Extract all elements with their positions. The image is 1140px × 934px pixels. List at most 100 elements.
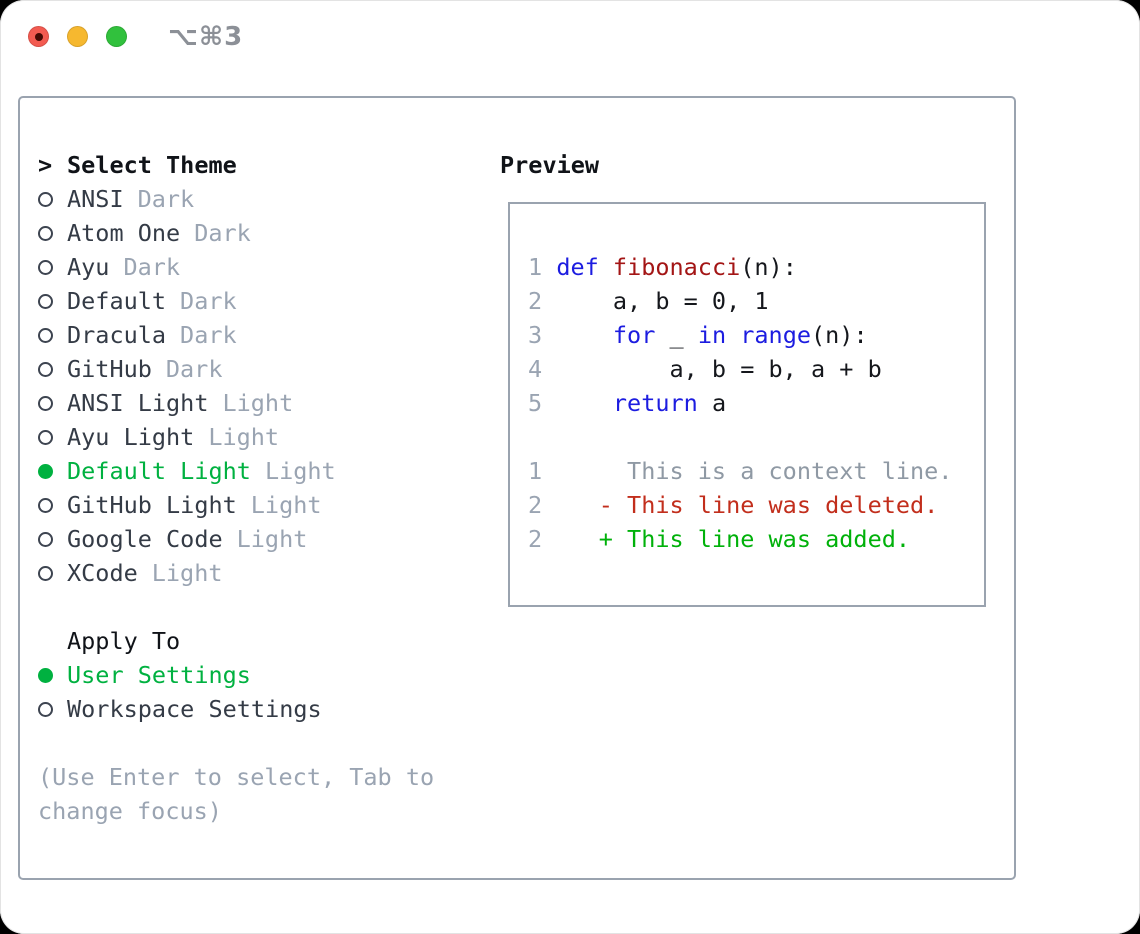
theme-name: GitHub (67, 355, 152, 383)
code-line: 2 a, b = 0, 1 (528, 284, 952, 318)
code-token: range (740, 321, 812, 349)
zoom-button[interactable] (106, 26, 127, 47)
spacer (38, 590, 434, 624)
close-button[interactable] (28, 26, 49, 47)
theme-name: Default Light (67, 457, 251, 485)
theme-name: ANSI (67, 185, 124, 213)
code-token: a, b = 0, 1 (542, 287, 769, 315)
theme-option-atom-one[interactable]: Atom One Dark (38, 216, 434, 250)
code-line: 1 def fibonacci(n): (528, 250, 952, 284)
theme-variant-badge: Dark (180, 321, 237, 349)
theme-name: XCode (67, 559, 138, 587)
spacer (528, 420, 952, 454)
theme-variant-badge: Light (151, 559, 223, 587)
code-token: 1 (528, 253, 543, 281)
theme-option-xcode[interactable]: XCode Light (38, 556, 434, 590)
code-token (542, 321, 613, 349)
code-token: 2 (528, 491, 543, 519)
radio-unselected-icon (38, 327, 53, 343)
theme-option-default[interactable]: Default Dark (38, 284, 434, 318)
theme-name: Atom One (67, 219, 181, 247)
code-token: This is a context line. (542, 457, 953, 485)
theme-option-github[interactable]: GitHub Dark (38, 352, 434, 386)
radio-unselected-icon (38, 531, 53, 547)
theme-name: GitHub Light (67, 491, 237, 519)
radio-unselected-icon (38, 293, 53, 309)
code-token: 2 (528, 287, 543, 315)
code-token: + This line was added. (542, 525, 911, 553)
theme-option-ayu-light[interactable]: Ayu Light Light (38, 420, 434, 454)
code-token: (n): (811, 321, 868, 349)
theme-option-ansi-light[interactable]: ANSI Light Light (38, 386, 434, 420)
theme-option-dracula[interactable]: Dracula Dark (38, 318, 434, 352)
code-token: in (697, 321, 727, 349)
apply-option-user-settings[interactable]: User Settings (38, 658, 434, 692)
theme-variant-badge: Light (236, 525, 308, 553)
code-token (726, 321, 740, 349)
theme-variant-badge: Light (208, 423, 280, 451)
radio-unselected-icon (38, 225, 53, 241)
code-token: return (612, 389, 698, 417)
theme-variant-badge: Light (222, 389, 294, 417)
theme-option-ansi[interactable]: ANSI Dark (38, 182, 434, 216)
theme-variant-badge: Dark (137, 185, 195, 213)
code-token: (n): (740, 253, 797, 281)
theme-variant-badge: Dark (180, 287, 237, 315)
code-token: 4 (528, 355, 543, 383)
traffic-lights (28, 26, 127, 47)
code-token: fibonacci (612, 253, 741, 281)
apply-option-workspace-settings[interactable]: Workspace Settings (38, 692, 434, 726)
code-token (542, 253, 556, 281)
theme-list-header: >Select Theme (38, 148, 434, 182)
focus-caret-icon: > (38, 151, 53, 179)
radio-unselected-icon (38, 701, 53, 717)
radio-unselected-icon (38, 497, 53, 513)
apply-to-header: Apply To (67, 627, 181, 655)
code-token (542, 389, 613, 417)
code-token: def (556, 253, 599, 281)
theme-variant-badge: Dark (123, 253, 181, 281)
radio-unselected-icon (38, 395, 53, 411)
preview-header: Preview (500, 151, 600, 179)
code-line: 5 return a (528, 386, 952, 420)
spacer (38, 726, 434, 760)
window-title: ⌥⌘3 (168, 22, 244, 52)
code-token: _ (655, 321, 698, 349)
diff-line: 2 + This line was added. (528, 522, 952, 556)
code-token: 3 (528, 321, 543, 349)
theme-variant-badge: Dark (165, 355, 223, 383)
minimize-button[interactable] (67, 26, 88, 47)
theme-variant-badge: Light (250, 491, 322, 519)
theme-name: Dracula (67, 321, 167, 349)
theme-name: Ayu Light (67, 423, 195, 451)
radio-unselected-icon (38, 191, 53, 207)
theme-option-github-light[interactable]: GitHub Light Light (38, 488, 434, 522)
code-token: 1 (528, 457, 543, 485)
radio-unselected-icon (38, 565, 53, 581)
code-token: a (697, 389, 727, 417)
code-line: 4 a, b = b, a + b (528, 352, 952, 386)
code-token: - This line was deleted. (542, 491, 939, 519)
apply-option-label: Workspace Settings (67, 695, 322, 723)
code-token: a, b = b, a + b (542, 355, 882, 383)
theme-name: ANSI Light (67, 389, 209, 417)
theme-variant-badge: Dark (194, 219, 251, 247)
radio-unselected-icon (38, 429, 53, 445)
code-token: 2 (528, 525, 543, 553)
radio-selected-icon (38, 463, 53, 479)
theme-name: Default (67, 287, 167, 315)
diff-line: 1 This is a context line. (528, 454, 952, 488)
code-token: 5 (528, 389, 543, 417)
code-token (599, 253, 613, 281)
code-line: 3 for _ in range(n): (528, 318, 952, 352)
